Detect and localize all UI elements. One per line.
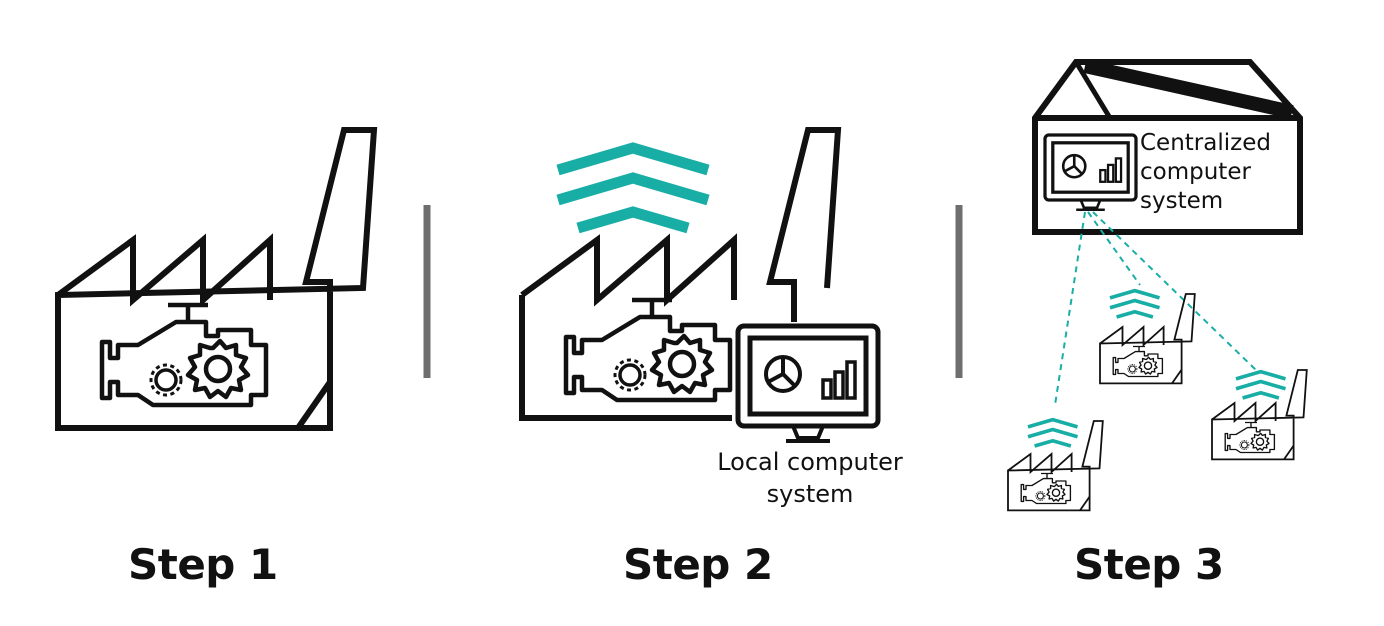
monitor-icon	[738, 326, 878, 441]
local-system-caption: Local computer system	[690, 446, 930, 510]
engine-icon	[102, 305, 266, 405]
signal-icon	[1236, 372, 1286, 398]
factory-icon	[58, 130, 374, 428]
signal-icon	[1110, 291, 1160, 317]
monitor-icon	[1045, 135, 1136, 210]
central-system-line2: computer	[1140, 158, 1300, 187]
step-2-label: Step 2	[623, 540, 773, 589]
step1-factory	[58, 130, 374, 428]
remote-factory-3	[1008, 421, 1103, 510]
step-3-label: Step 3	[1074, 540, 1224, 589]
central-monitor	[1045, 135, 1136, 210]
engine-icon	[1225, 423, 1274, 453]
engine-icon	[1021, 474, 1070, 504]
step-1-label: Step 1	[128, 540, 278, 589]
engine-icon	[566, 300, 730, 400]
signal-icon	[1028, 420, 1078, 446]
local-system-line2: system	[690, 478, 930, 510]
local-system-line1: Local computer	[690, 446, 930, 478]
central-system-line1: Centralized	[1140, 129, 1300, 158]
central-system-caption: Centralized computer system	[1140, 129, 1300, 216]
factory-icon	[1008, 421, 1103, 510]
signal-icon	[558, 148, 708, 228]
engine-icon	[1113, 347, 1162, 377]
local-monitor	[738, 326, 878, 441]
central-system-line3: system	[1140, 187, 1300, 216]
